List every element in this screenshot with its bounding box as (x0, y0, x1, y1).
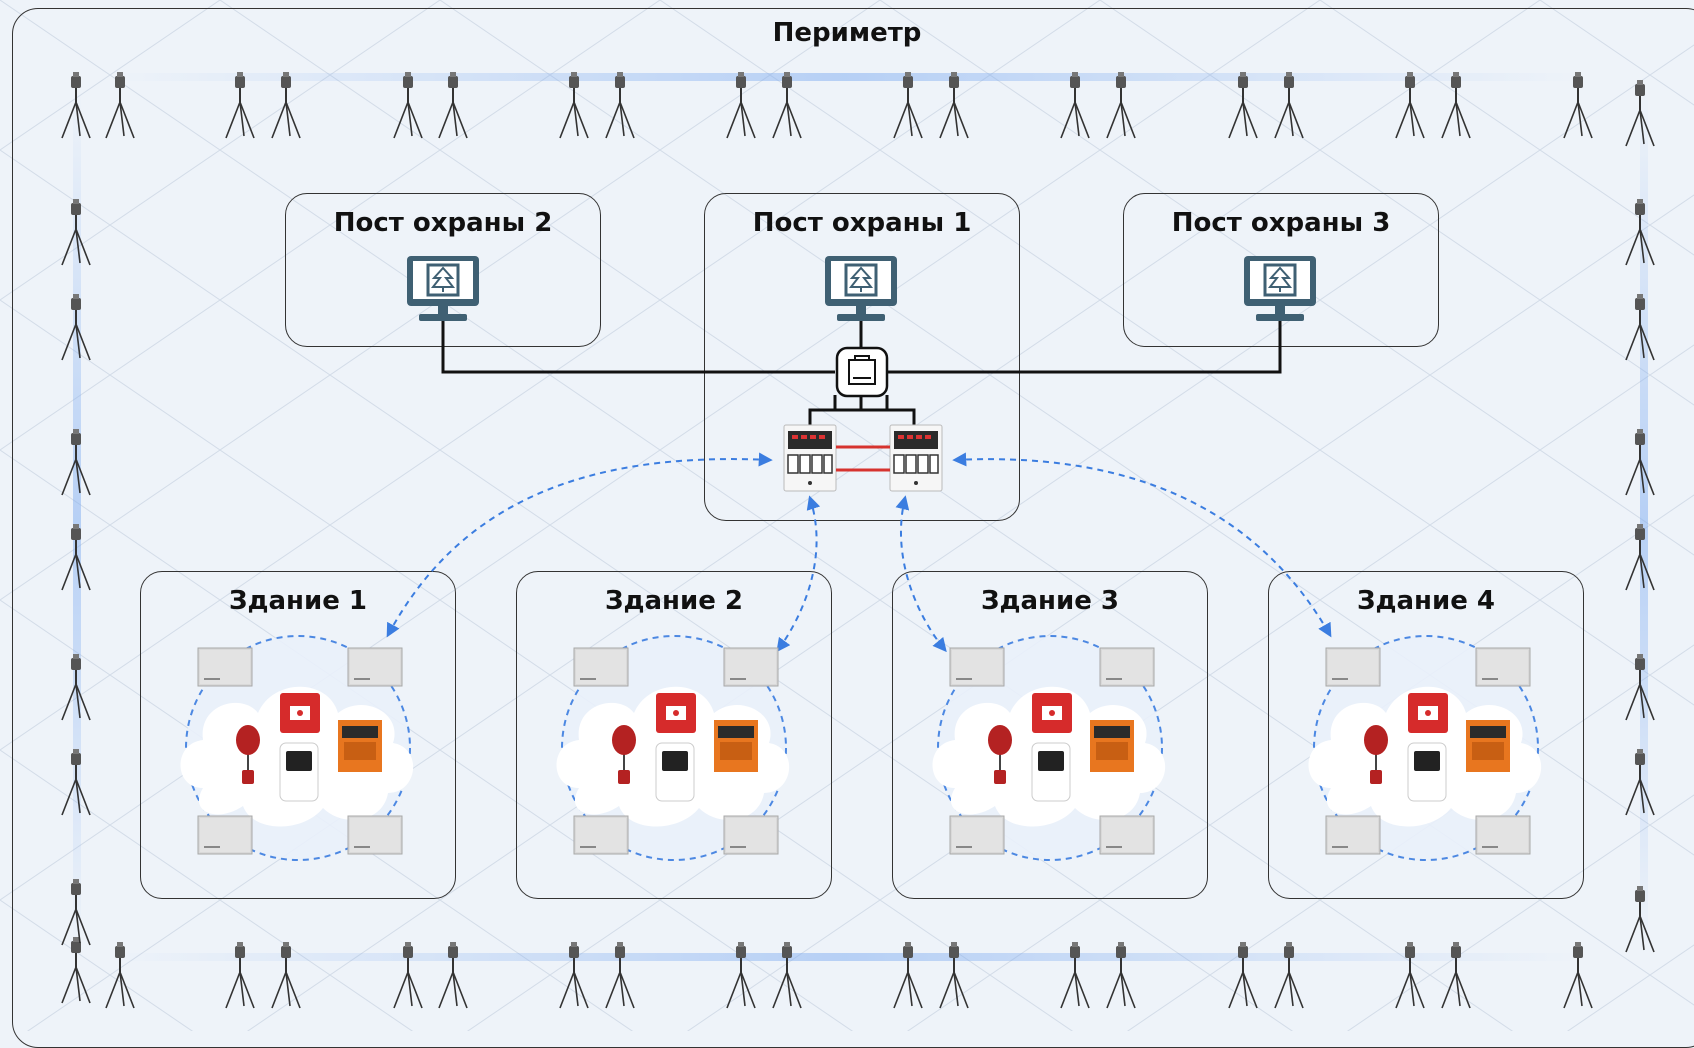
perimeter-camera-icon (393, 71, 423, 139)
building-1: Здание 1 (140, 571, 456, 899)
perimeter-camera-icon (1395, 941, 1425, 1009)
control-panel-icon (889, 424, 943, 492)
perimeter-camera-icon (939, 941, 969, 1009)
building-3-devices (932, 635, 1166, 861)
building-title: Здание 4 (1357, 586, 1495, 616)
perimeter-camera-icon (61, 936, 91, 1004)
building-2-devices (556, 635, 790, 861)
radio-expander-icon (949, 647, 1005, 687)
perimeter-camera-icon (559, 941, 589, 1009)
radio-expander-icon (1099, 815, 1155, 855)
perimeter-camera-icon (1274, 941, 1304, 1009)
perimeter-camera-icon (438, 71, 468, 139)
perimeter-camera-icon (726, 941, 756, 1009)
perimeter-camera-icon (772, 71, 802, 139)
perimeter-camera-icon (605, 941, 635, 1009)
perimeter-camera-icon (893, 941, 923, 1009)
post-title: Пост охраны 2 (333, 208, 553, 238)
radio-expander-icon (573, 815, 629, 855)
perimeter-camera-icon (605, 71, 635, 139)
perimeter-camera-icon (1228, 941, 1258, 1009)
perimeter-camera-icon (225, 941, 255, 1009)
perimeter-camera-icon (438, 941, 468, 1009)
perimeter-cameras-bottom (61, 885, 1655, 1009)
perimeter-camera-icon (1441, 71, 1471, 139)
radio-expander-icon (197, 647, 253, 687)
monitor-icon (405, 254, 481, 323)
monitor-icon (823, 254, 899, 323)
perimeter-camera-icon (1563, 71, 1593, 139)
perimeter-camera-icon (271, 941, 301, 1009)
control-panel-icon (783, 424, 837, 492)
radio-expander-icon (197, 815, 253, 855)
perimeter-camera-icon (1060, 941, 1090, 1009)
network-switch-icon (835, 346, 889, 398)
perimeter-camera-icon (1228, 71, 1258, 139)
perimeter-cameras-top (61, 71, 1655, 147)
building-4: Здание 4 (1268, 571, 1584, 899)
perimeter-camera-icon (105, 71, 135, 139)
security-post-2: Пост охраны 2 (285, 193, 601, 347)
building-title: Здание 1 (229, 586, 367, 616)
building-4-devices (1308, 635, 1542, 861)
post-title: Пост охраны 3 (1171, 208, 1391, 238)
building-1-devices (180, 635, 414, 861)
perimeter-camera-icon (772, 941, 802, 1009)
post-title: Пост охраны 1 (752, 208, 972, 238)
radio-expander-icon (1475, 647, 1531, 687)
perimeter-camera-icon (105, 941, 135, 1009)
perimeter-camera-icon (1274, 71, 1304, 139)
security-post-1: Пост охраны 1 (704, 193, 1020, 521)
radio-expander-icon (1325, 815, 1381, 855)
perimeter-camera-icon (893, 71, 923, 139)
radio-expander-icon (573, 647, 629, 687)
perimeter-camera-icon (1106, 71, 1136, 139)
radio-expander-icon (347, 647, 403, 687)
radio-expander-icon (1475, 815, 1531, 855)
radio-expander-icon (723, 647, 779, 687)
perimeter-camera-icon (939, 71, 969, 139)
perimeter-camera-icon (1563, 941, 1593, 1009)
monitor-icon (1242, 254, 1318, 323)
radio-expander-icon (347, 815, 403, 855)
perimeter-beams (73, 73, 1648, 961)
perimeter-title: Периметр (772, 18, 922, 48)
perimeter-camera-icon (225, 71, 255, 139)
perimeter-camera-icon (1060, 71, 1090, 139)
radio-expander-icon (1099, 647, 1155, 687)
perimeter-camera-icon (1106, 941, 1136, 1009)
perimeter-camera-icon (271, 71, 301, 139)
perimeter-camera-icon (726, 71, 756, 139)
radio-expander-icon (1325, 647, 1381, 687)
wireless-links (386, 452, 1332, 653)
network-wiring (441, 318, 1282, 425)
radio-expander-icon (949, 815, 1005, 855)
perimeter-camera-icon (559, 71, 589, 139)
perimeter-camera-icon (393, 941, 423, 1009)
perimeter-camera-icon (1441, 941, 1471, 1009)
radio-expander-icon (723, 815, 779, 855)
perimeter-camera-icon (1395, 71, 1425, 139)
